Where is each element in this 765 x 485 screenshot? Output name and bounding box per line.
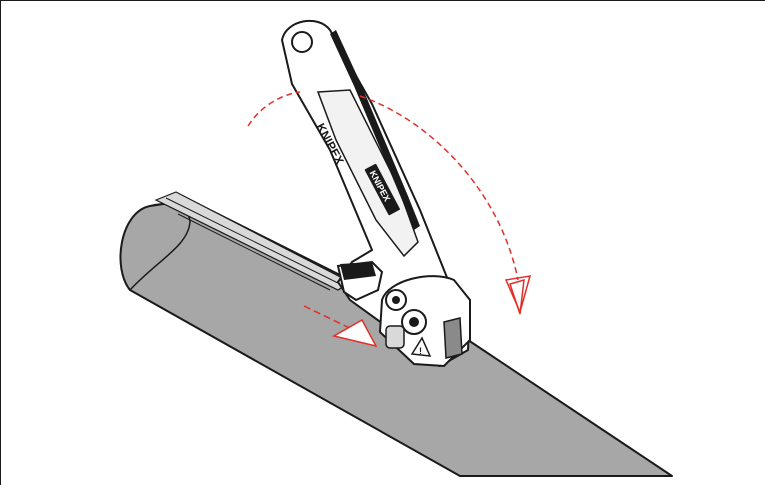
roller-guide: [385, 325, 405, 349]
handle-rail: [330, 30, 420, 230]
lever-grip: [340, 262, 376, 280]
hang-hole: [291, 31, 313, 53]
head-band: [443, 317, 463, 359]
tool: KNIPEX KNIPEX !: [281, 20, 471, 368]
svg-text:!: !: [419, 346, 422, 356]
warning-triangle-icon: !: [410, 336, 432, 357]
curved-dashed-arrow-icon: [247, 91, 532, 315]
straight-dashed-arrow-icon: [303, 305, 378, 348]
